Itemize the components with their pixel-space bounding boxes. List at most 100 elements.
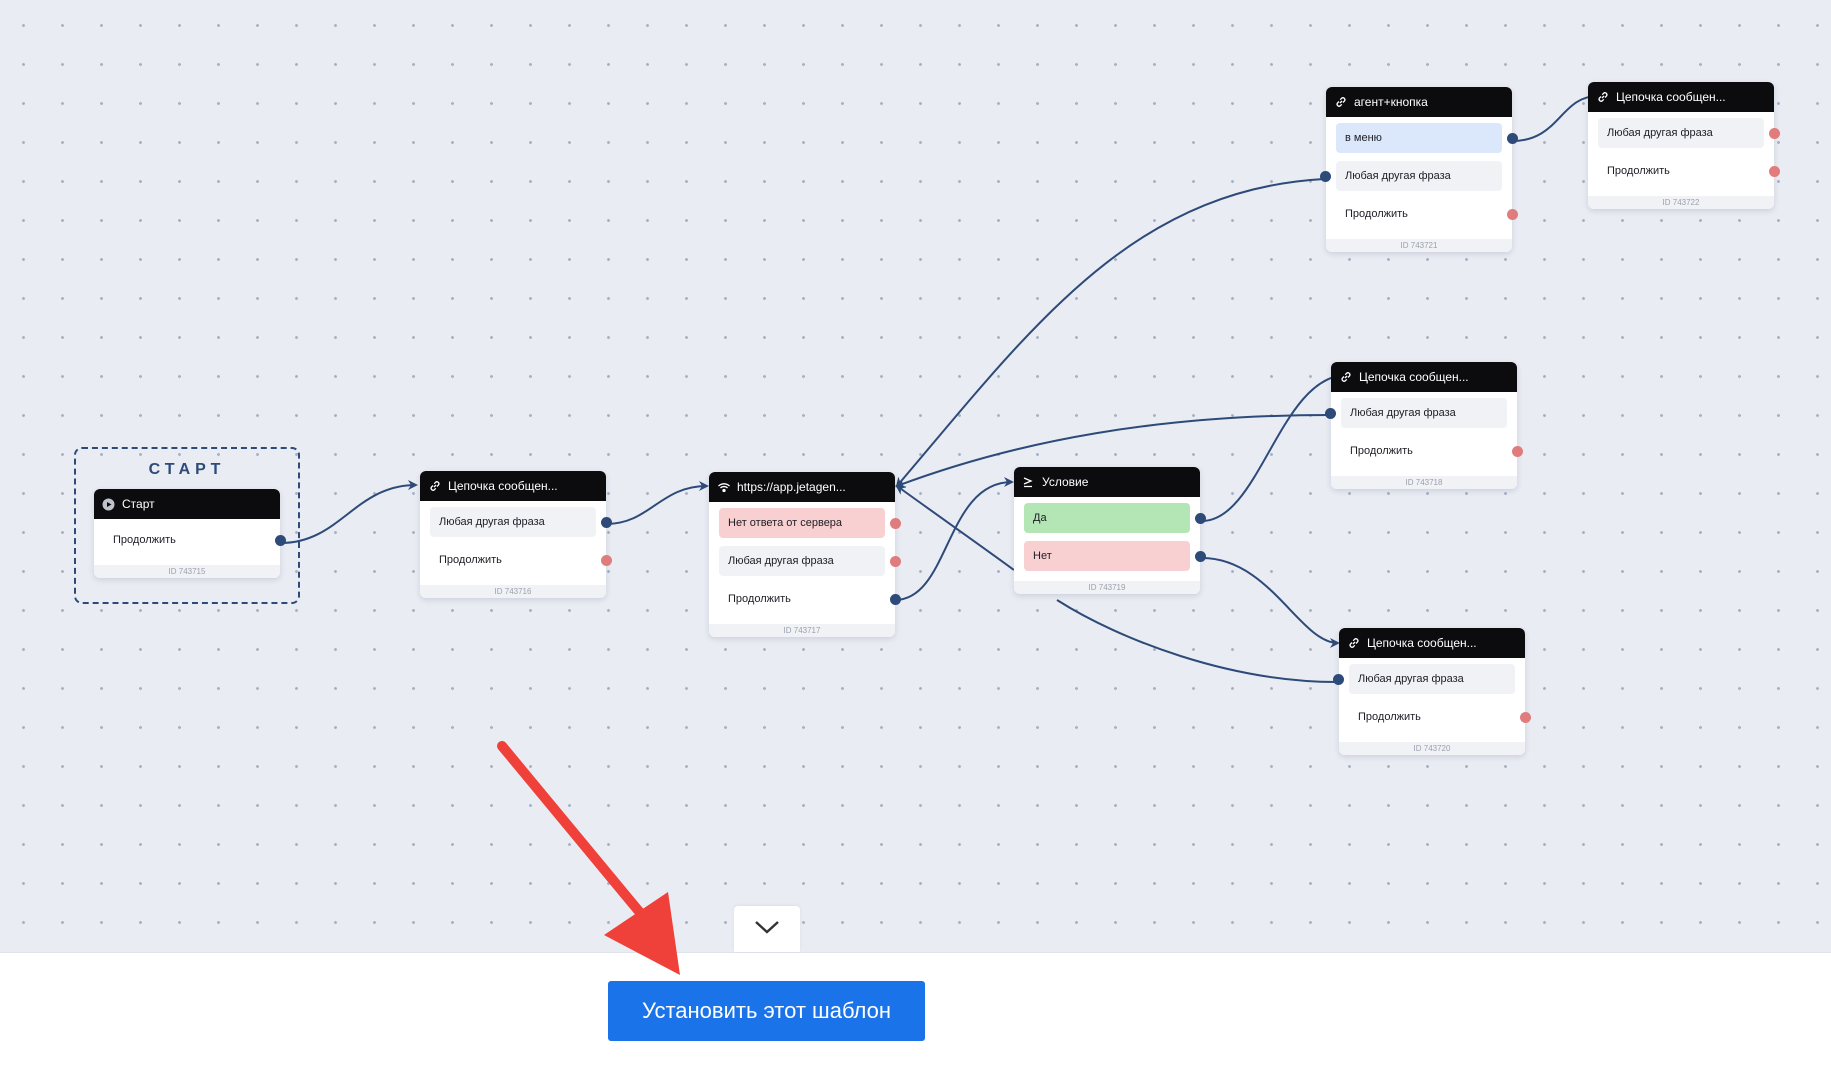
node-header[interactable]: Цепочка сообщен... (420, 471, 606, 501)
node-output-any-phrase[interactable]: Любая другая фраза (1598, 118, 1780, 148)
edge-http-continue-to-condition (894, 477, 1014, 601)
output-port[interactable] (601, 555, 612, 566)
output-port[interactable] (1769, 128, 1780, 139)
flow-connections (280, 91, 1600, 683)
edge-start-to-chain (280, 480, 418, 544)
output-label: в меню (1345, 132, 1382, 144)
install-template-button[interactable]: Установить этот шаблон (608, 981, 925, 1041)
node-header[interactable]: Цепочка сообщен... (1588, 82, 1774, 112)
output-port[interactable] (890, 594, 901, 605)
node-message-chain[interactable]: Цепочка сообщен... Любая другая фраза Пр… (1333, 628, 1531, 755)
output-label: Нет ответа от сервера (728, 517, 843, 529)
node-output-continue[interactable]: Продолжить (1598, 156, 1780, 186)
output-port[interactable] (1507, 209, 1518, 220)
output-label: Любая другая фраза (439, 516, 545, 528)
node-output-continue[interactable]: Продолжить (1349, 702, 1531, 732)
output-label: Продолжить (1345, 208, 1408, 220)
node-header[interactable]: агент+кнопка (1326, 87, 1512, 117)
node-title: https://app.jetagen... (737, 480, 846, 494)
edge-no-to-chain20 (1201, 557, 1340, 648)
output-port[interactable] (601, 517, 612, 528)
output-port[interactable] (890, 518, 901, 529)
node-header[interactable]: https://app.jetagen... (709, 472, 895, 502)
wifi-icon (717, 480, 731, 494)
play-circle-icon (102, 497, 116, 511)
node-output-yes[interactable]: Да (1024, 503, 1206, 533)
start-group-title: СТАРТ (148, 461, 226, 478)
node-id: ID 743721 (1326, 239, 1512, 252)
node-output-no[interactable]: Нет (1024, 541, 1206, 571)
output-label: Любая другая фраза (1607, 127, 1713, 139)
node-id: ID 743717 (709, 624, 895, 637)
node-id: ID 743715 (94, 565, 280, 578)
input-port[interactable] (1325, 408, 1336, 419)
link-icon (1339, 370, 1353, 384)
input-port[interactable] (1333, 674, 1344, 685)
output-port[interactable] (1195, 513, 1206, 524)
node-output-no-response[interactable]: Нет ответа от сервера (719, 508, 901, 538)
output-label: Продолжить (439, 554, 502, 566)
output-label: Да (1033, 512, 1047, 524)
node-title: агент+кнопка (1354, 95, 1428, 109)
node-id: ID 743716 (420, 585, 606, 598)
output-port[interactable] (1769, 166, 1780, 177)
output-label: Продолжить (1358, 711, 1421, 723)
node-output-continue[interactable]: Продолжить (104, 525, 286, 555)
node-output-menu[interactable]: в меню (1336, 123, 1518, 153)
node-output-continue[interactable]: Продолжить (719, 584, 901, 614)
node-output-any-phrase[interactable]: Любая другая фраза (430, 507, 612, 537)
node-header[interactable]: Цепочка сообщен... (1331, 362, 1517, 392)
link-icon (1334, 95, 1348, 109)
collapse-toggle[interactable] (734, 906, 800, 952)
start-group: СТАРТ (74, 447, 300, 604)
output-port[interactable] (1507, 133, 1518, 144)
node-id: ID 743719 (1014, 581, 1200, 594)
node-output-continue[interactable]: Продолжить (430, 545, 612, 575)
output-label: Любая другая фраза (1350, 407, 1456, 419)
edge-condition-to-http (895, 484, 1015, 571)
node-message-chain[interactable]: Цепочка сообщен... Любая другая фраза Пр… (1325, 362, 1523, 489)
node-message-chain[interactable]: Цепочка сообщен... Любая другая фраза Пр… (420, 471, 612, 598)
node-output-continue[interactable]: Продолжить (1336, 199, 1518, 229)
output-label: Продолжить (728, 593, 791, 605)
edge-yes-to-chain18 (1201, 370, 1349, 522)
node-header[interactable]: Цепочка сообщен... (1339, 628, 1525, 658)
node-title: Цепочка сообщен... (448, 479, 558, 493)
node-message-chain[interactable]: Цепочка сообщен... Любая другая фраза Пр… (1588, 82, 1780, 209)
flow-canvas[interactable] (0, 0, 1831, 952)
node-http-request[interactable]: https://app.jetagen... Нет ответа от сер… (709, 472, 901, 637)
node-title: Старт (122, 497, 155, 511)
node-id: ID 743722 (1588, 196, 1774, 209)
node-start[interactable]: Старт Продолжить ID 743715 (94, 489, 286, 578)
output-port[interactable] (1520, 712, 1531, 723)
input-port[interactable] (1320, 171, 1331, 182)
link-icon (428, 479, 442, 493)
node-header[interactable]: Старт (94, 489, 280, 519)
output-label: Любая другая фраза (1358, 673, 1464, 685)
output-port[interactable] (1512, 446, 1523, 457)
output-port[interactable] (1195, 551, 1206, 562)
output-port[interactable] (890, 556, 901, 567)
link-icon (1596, 90, 1610, 104)
node-title: Цепочка сообщен... (1616, 90, 1726, 104)
output-label: Продолжить (1350, 445, 1413, 457)
node-condition[interactable]: Условие Да Нет ID 743719 (1014, 467, 1206, 594)
node-output-any-phrase[interactable]: Любая другая фраза (719, 546, 901, 576)
node-output-any-phrase[interactable]: Любая другая фраза (1325, 398, 1507, 428)
node-title: Цепочка сообщен... (1367, 636, 1477, 650)
node-agent-button[interactable]: агент+кнопка в меню Любая другая фраза П… (1320, 87, 1518, 252)
output-label: Нет (1033, 550, 1052, 562)
node-output-continue[interactable]: Продолжить (1341, 436, 1523, 466)
node-title: Цепочка сообщен... (1359, 370, 1469, 384)
edge-chain-to-http (605, 481, 709, 525)
output-label: Продолжить (1607, 165, 1670, 177)
node-title: Условие (1042, 475, 1089, 489)
output-label: Любая другая фраза (728, 555, 834, 567)
output-label: Любая другая фраза (1345, 170, 1451, 182)
node-output-any-phrase[interactable]: Любая другая фраза (1333, 664, 1515, 694)
output-port[interactable] (275, 535, 286, 546)
edge-agent-anyphrase-to-http (895, 178, 1325, 488)
node-header[interactable]: Условие (1014, 467, 1200, 497)
node-output-any-phrase[interactable]: Любая другая фраза (1320, 161, 1502, 191)
edge-agent-menu-to-chain22 (1511, 91, 1600, 142)
